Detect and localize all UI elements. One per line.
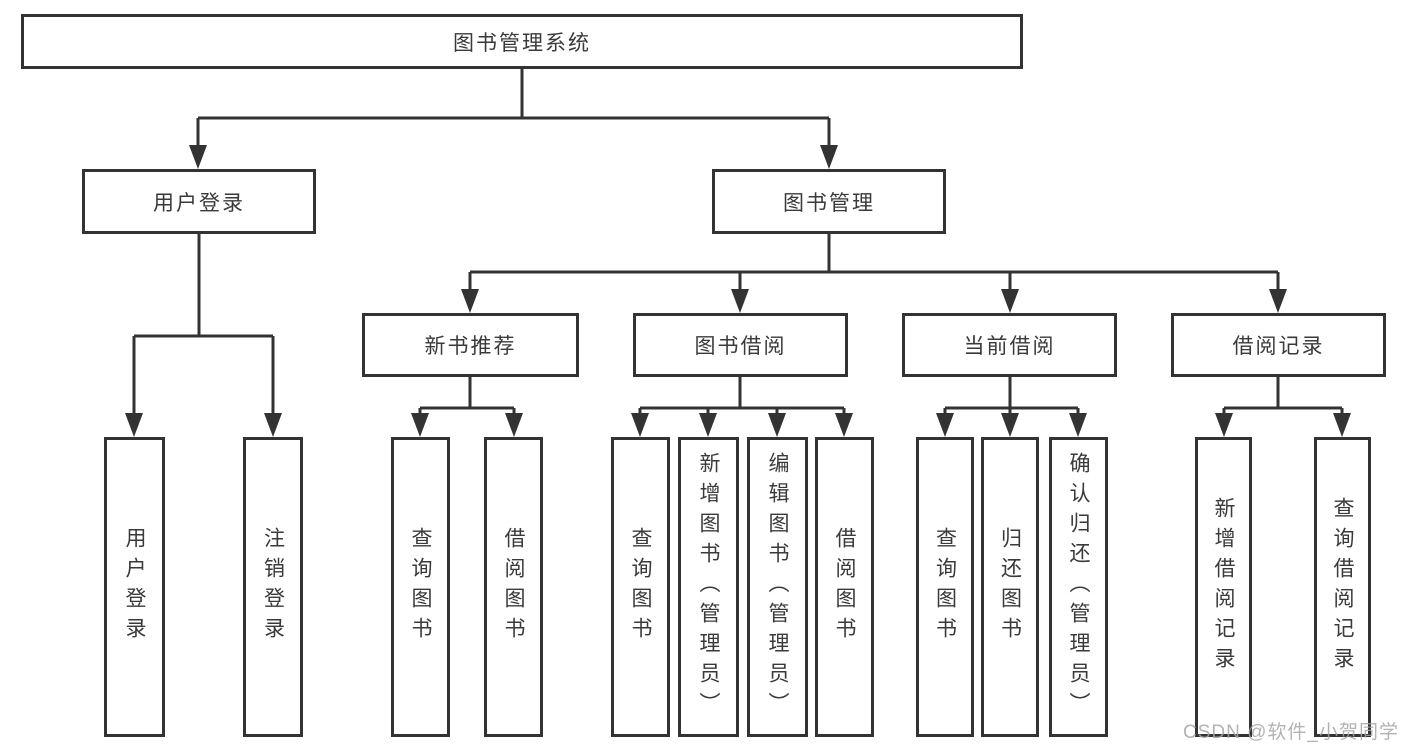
leaf-confirm-return-admin: 确认归还（管理员） xyxy=(1049,437,1108,737)
arrow-down-icon xyxy=(1001,413,1019,437)
leaf-query-books-newbook-label: 查询图书 xyxy=(409,527,432,647)
leaf-add-books-admin: 新增图书（管理员） xyxy=(678,437,739,737)
arrow-down-icon xyxy=(1215,413,1233,437)
leaf-logout: 注销登录 xyxy=(243,437,303,737)
leaf-query-books-borrow: 查询图书 xyxy=(611,437,670,737)
leaf-query-borrow-record-label: 查询借阅记录 xyxy=(1331,497,1354,677)
node-root-label: 图书管理系统 xyxy=(453,31,591,55)
arrow-down-icon xyxy=(1269,289,1287,313)
node-new-book-recommendation-label: 新书推荐 xyxy=(424,335,517,358)
leaf-query-borrow-record: 查询借阅记录 xyxy=(1314,437,1371,737)
leaf-user-login: 用户登录 xyxy=(104,437,165,737)
connector-borrow-records-children xyxy=(1222,377,1344,415)
connector-new-book-children xyxy=(418,377,516,415)
arrow-down-icon xyxy=(1069,413,1087,437)
leaf-borrow-books-borrow: 借阅图书 xyxy=(815,437,874,737)
arrow-down-icon xyxy=(264,413,282,437)
arrow-down-icon xyxy=(411,413,429,437)
arrow-down-icon xyxy=(505,413,523,437)
arrow-down-icon xyxy=(768,413,786,437)
leaf-query-books-newbook: 查询图书 xyxy=(391,437,450,737)
node-user-login: 用户登录 xyxy=(82,169,316,234)
leaf-borrow-books-borrow-label: 借阅图书 xyxy=(833,527,856,647)
arrow-down-icon xyxy=(631,413,649,437)
node-book-borrowing-label: 图书借阅 xyxy=(694,335,787,358)
connector-current-borrow-children xyxy=(943,377,1080,415)
leaf-add-borrow-record: 新增借阅记录 xyxy=(1195,437,1252,737)
node-current-borrowing: 当前借阅 xyxy=(902,313,1117,377)
leaf-confirm-return-admin-label: 确认归还（管理员） xyxy=(1067,452,1090,722)
node-current-borrowing-label: 当前借阅 xyxy=(963,335,1056,358)
connector-user-login-children xyxy=(132,234,275,415)
leaf-edit-books-admin-label: 编辑图书（管理员） xyxy=(766,452,789,722)
connector-book-management-children xyxy=(468,234,1280,291)
connector-root-to-level2 xyxy=(196,69,831,147)
leaf-return-books: 归还图书 xyxy=(981,437,1039,737)
arrow-down-icon xyxy=(189,145,207,169)
leaf-logout-label: 注销登录 xyxy=(261,527,285,647)
leaf-user-login-label: 用户登录 xyxy=(123,527,146,647)
node-borrowing-records-label: 借阅记录 xyxy=(1232,335,1325,358)
arrow-down-icon xyxy=(835,413,853,437)
arrow-down-icon xyxy=(461,289,479,313)
node-new-book-recommendation: 新书推荐 xyxy=(362,313,579,377)
leaf-query-books-current-label: 查询图书 xyxy=(933,527,957,647)
node-book-management: 图书管理 xyxy=(712,169,946,234)
arrow-down-icon xyxy=(1333,413,1351,437)
leaf-add-books-admin-label: 新增图书（管理员） xyxy=(697,452,720,722)
leaf-query-books-current: 查询图书 xyxy=(916,437,974,737)
arrow-down-icon xyxy=(699,413,717,437)
connector-book-borrow-children xyxy=(638,377,846,415)
leaf-edit-books-admin: 编辑图书（管理员） xyxy=(747,437,808,737)
node-book-borrowing: 图书借阅 xyxy=(633,313,848,377)
node-root: 图书管理系统 xyxy=(21,14,1023,69)
node-book-management-label: 图书管理 xyxy=(783,191,875,215)
leaf-query-books-borrow-label: 查询图书 xyxy=(629,527,652,647)
arrow-down-icon xyxy=(1001,289,1019,313)
arrow-down-icon xyxy=(936,413,954,437)
arrow-down-icon xyxy=(125,413,143,437)
node-borrowing-records: 借阅记录 xyxy=(1171,313,1386,377)
csdn-watermark: CSDN @软件_小贺同学 xyxy=(1183,722,1399,743)
arrow-down-icon xyxy=(731,289,749,313)
node-user-login-label: 用户登录 xyxy=(153,191,245,215)
leaf-borrow-books-newbook: 借阅图书 xyxy=(484,437,543,737)
leaf-borrow-books-newbook-label: 借阅图书 xyxy=(502,527,525,647)
leaf-return-books-label: 归还图书 xyxy=(998,527,1022,647)
leaf-add-borrow-record-label: 新增借阅记录 xyxy=(1212,497,1235,677)
arrow-down-icon xyxy=(820,145,838,169)
